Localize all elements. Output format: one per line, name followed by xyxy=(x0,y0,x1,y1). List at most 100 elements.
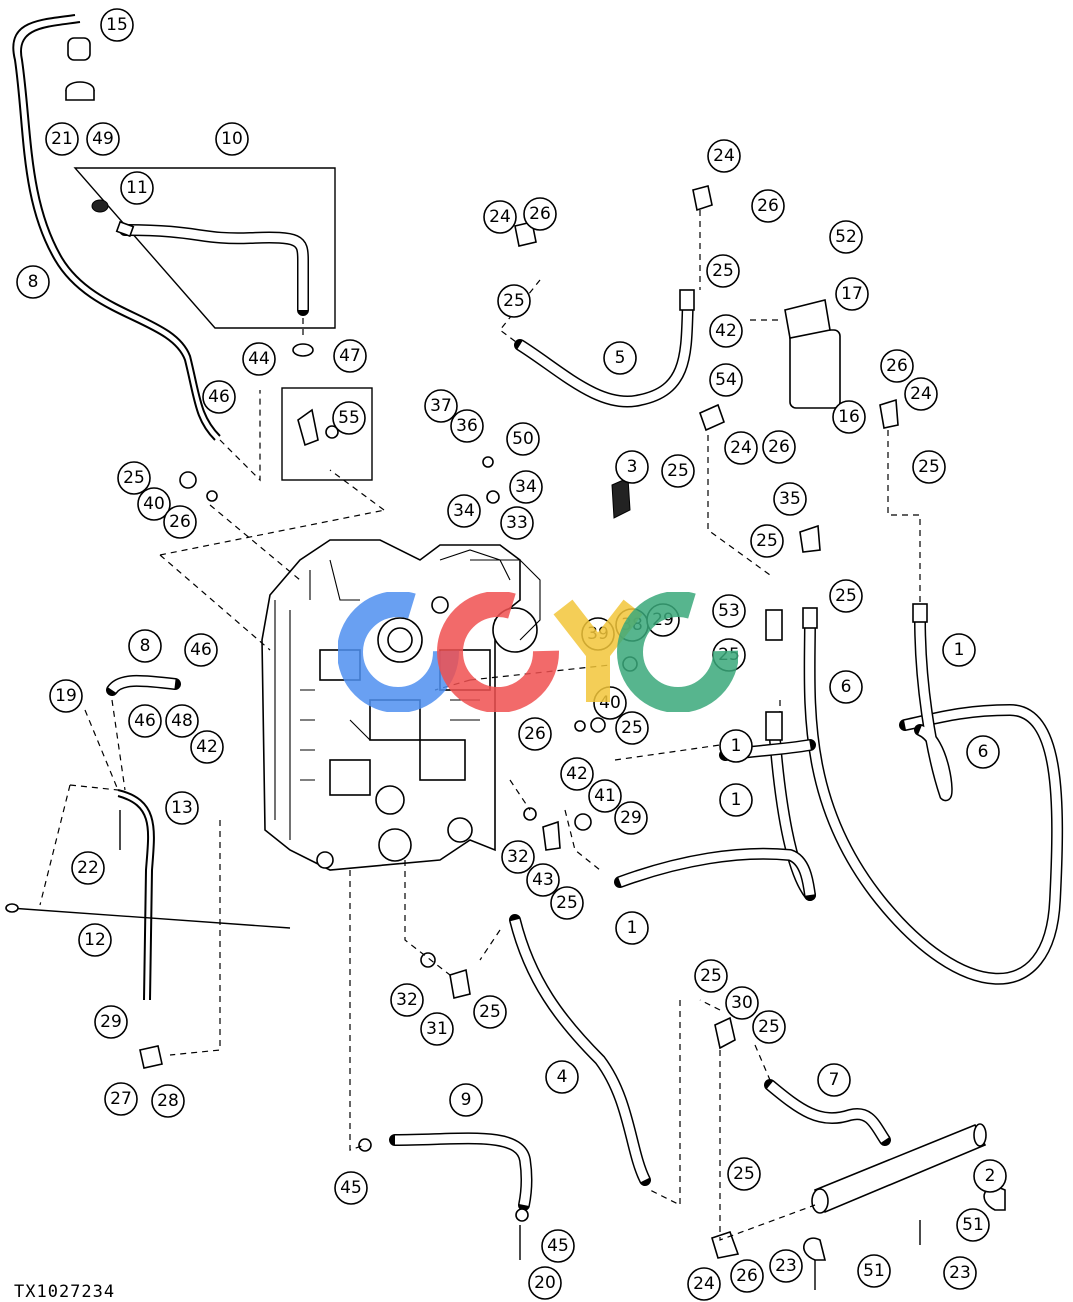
callout-29: 29 xyxy=(614,801,648,835)
svg-text:47: 47 xyxy=(339,346,361,366)
callout-25: 25 xyxy=(550,886,584,920)
callout-31: 31 xyxy=(420,1012,454,1046)
svg-text:29: 29 xyxy=(620,808,642,828)
callout-8: 8 xyxy=(128,629,162,663)
svg-text:45: 45 xyxy=(547,1236,569,1256)
svg-text:51: 51 xyxy=(962,1215,984,1235)
callout-54: 54 xyxy=(709,363,743,397)
svg-text:10: 10 xyxy=(221,129,243,149)
callout-25: 25 xyxy=(615,711,649,745)
svg-text:25: 25 xyxy=(918,457,940,477)
svg-text:24: 24 xyxy=(489,207,511,227)
callout-6: 6 xyxy=(829,670,863,704)
callout-47: 47 xyxy=(333,339,367,373)
svg-text:42: 42 xyxy=(715,321,737,341)
callout-25: 25 xyxy=(912,450,946,484)
callout-37: 37 xyxy=(424,389,458,423)
svg-text:36: 36 xyxy=(456,416,478,436)
svg-text:35: 35 xyxy=(779,489,801,509)
callout-25: 25 xyxy=(752,1010,786,1044)
svg-text:26: 26 xyxy=(169,512,191,532)
svg-text:20: 20 xyxy=(534,1273,556,1293)
svg-text:46: 46 xyxy=(190,640,212,660)
callout-25: 25 xyxy=(750,524,784,558)
callout-21: 21 xyxy=(45,122,79,156)
callout-42: 42 xyxy=(709,314,743,348)
callout-15: 15 xyxy=(100,8,134,42)
callout-25: 25 xyxy=(694,959,728,993)
callout-25: 25 xyxy=(117,461,151,495)
callout-8: 8 xyxy=(16,265,50,299)
svg-text:30: 30 xyxy=(731,993,753,1013)
callout-20: 20 xyxy=(528,1266,562,1300)
callout-26: 26 xyxy=(730,1259,764,1293)
svg-text:16: 16 xyxy=(838,407,860,427)
svg-text:12: 12 xyxy=(84,930,106,950)
svg-text:1: 1 xyxy=(731,736,742,756)
svg-text:9: 9 xyxy=(461,1090,472,1110)
callout-28: 28 xyxy=(151,1084,185,1118)
svg-text:22: 22 xyxy=(77,858,99,878)
svg-text:55: 55 xyxy=(338,408,360,428)
svg-text:17: 17 xyxy=(841,284,863,304)
svg-text:53: 53 xyxy=(718,601,740,621)
callout-50: 50 xyxy=(506,422,540,456)
callout-33: 33 xyxy=(500,506,534,540)
callout-1: 1 xyxy=(615,911,649,945)
svg-text:24: 24 xyxy=(910,384,932,404)
svg-text:8: 8 xyxy=(28,272,39,292)
callout-1: 1 xyxy=(719,783,753,817)
callout-40: 40 xyxy=(137,487,171,521)
svg-text:1: 1 xyxy=(731,790,742,810)
svg-text:32: 32 xyxy=(396,990,418,1010)
callout-7: 7 xyxy=(817,1063,851,1097)
callout-24: 24 xyxy=(724,431,758,465)
svg-text:8: 8 xyxy=(140,636,151,656)
svg-text:42: 42 xyxy=(196,737,218,757)
svg-text:46: 46 xyxy=(134,711,156,731)
callout-25: 25 xyxy=(706,254,740,288)
svg-text:50: 50 xyxy=(512,429,534,449)
svg-text:40: 40 xyxy=(143,494,165,514)
svg-text:25: 25 xyxy=(667,461,689,481)
callout-45: 45 xyxy=(334,1171,368,1205)
callout-48: 48 xyxy=(165,704,199,738)
callout-35: 35 xyxy=(773,482,807,516)
svg-text:26: 26 xyxy=(768,437,790,457)
svg-text:26: 26 xyxy=(524,724,546,744)
svg-text:25: 25 xyxy=(621,718,643,738)
svg-text:21: 21 xyxy=(51,129,73,149)
svg-text:34: 34 xyxy=(453,501,475,521)
svg-text:44: 44 xyxy=(248,349,270,369)
svg-text:31: 31 xyxy=(426,1019,448,1039)
callout-23: 23 xyxy=(943,1256,977,1290)
svg-text:6: 6 xyxy=(841,677,852,697)
callout-51: 51 xyxy=(956,1208,990,1242)
callout-26: 26 xyxy=(518,717,552,751)
svg-text:5: 5 xyxy=(615,348,626,368)
callout-16: 16 xyxy=(832,400,866,434)
callout-12: 12 xyxy=(78,923,112,957)
svg-text:25: 25 xyxy=(503,291,525,311)
callout-24: 24 xyxy=(707,139,741,173)
callout-32: 32 xyxy=(501,840,535,874)
callout-23: 23 xyxy=(769,1249,803,1283)
svg-text:32: 32 xyxy=(507,847,529,867)
svg-text:25: 25 xyxy=(733,1164,755,1184)
watermark-letter-1 xyxy=(338,592,459,712)
svg-text:51: 51 xyxy=(863,1261,885,1281)
callout-1: 1 xyxy=(719,729,753,763)
callout-22: 22 xyxy=(71,851,105,885)
callout-10: 10 xyxy=(215,122,249,156)
svg-text:41: 41 xyxy=(594,786,616,806)
svg-text:25: 25 xyxy=(756,531,778,551)
callout-49: 49 xyxy=(86,122,120,156)
svg-text:4: 4 xyxy=(557,1067,568,1087)
callout-36: 36 xyxy=(450,409,484,443)
callout-25: 25 xyxy=(727,1157,761,1191)
svg-text:25: 25 xyxy=(712,261,734,281)
svg-text:27: 27 xyxy=(110,1089,132,1109)
callout-24: 24 xyxy=(904,377,938,411)
svg-text:37: 37 xyxy=(430,396,452,416)
